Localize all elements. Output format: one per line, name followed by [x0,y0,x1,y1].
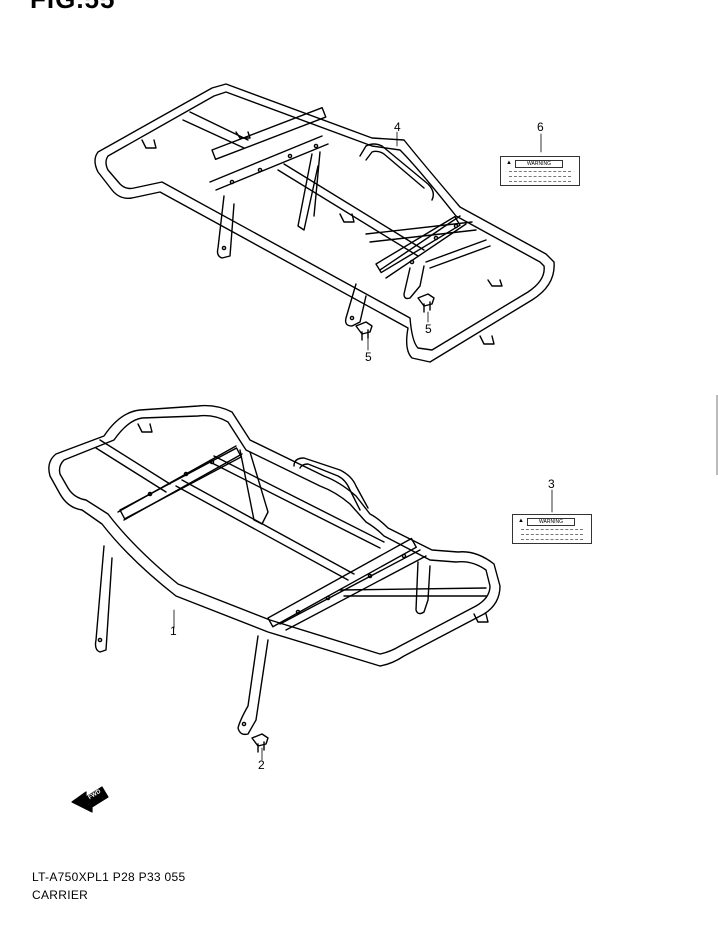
warning-label-part-6: ▲ WARNING [500,156,580,186]
rear-carrier-part-1 [48,404,501,736]
callout-1: 1 [170,624,177,638]
model-code: LT-A750XPL1 P28 P33 055 [32,870,186,884]
bolt-part-5-b [355,321,373,341]
warning-label-header: WARNING [527,518,575,526]
warning-triangle-icon: ▲ [506,160,512,166]
warning-triangle-icon: ▲ [518,518,524,524]
section-name: CARRIER [32,888,89,902]
text-line [521,529,583,530]
bolt-part-5-a [417,293,435,313]
callout-3: 3 [548,477,555,491]
warning-label-part-3: ▲ WARNING [512,514,592,544]
text-line [509,181,571,182]
figure-title: FIG.55 [30,0,115,15]
callout-5-upper: 5 [425,322,432,336]
text-line [509,176,571,177]
callout-6: 6 [537,120,544,134]
callout-2: 2 [258,758,265,772]
scan-edge-mark [716,395,718,475]
text-line [521,539,583,540]
bolt-part-2 [251,733,269,753]
front-carrier-part-4 [94,83,555,363]
callout-4: 4 [394,120,401,134]
text-line [509,171,571,172]
callout-5-lower: 5 [365,350,372,364]
text-line [521,534,583,535]
leader-lines [173,131,553,761]
fwd-arrow-icon [71,786,109,813]
warning-label-header: WARNING [515,160,563,168]
